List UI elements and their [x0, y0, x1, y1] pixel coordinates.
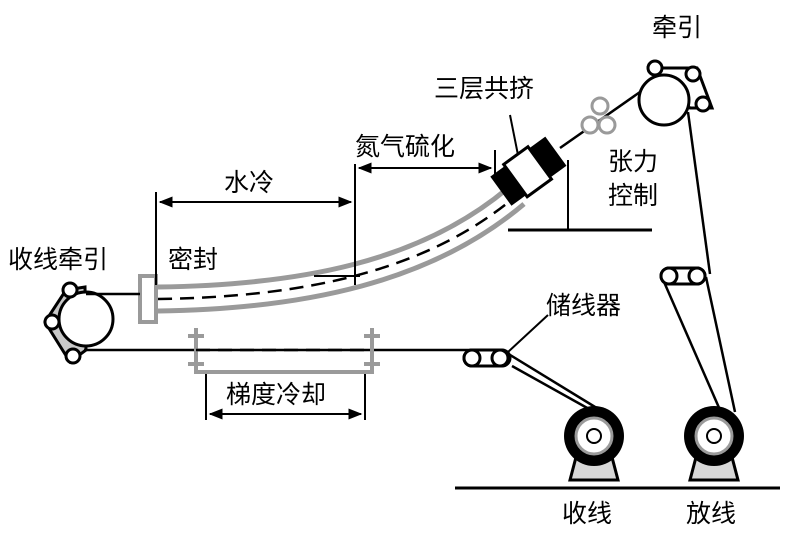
- label-three-layer-coextrusion: 三层共挤: [434, 74, 534, 103]
- label-seal: 密封: [168, 245, 218, 274]
- label-accumulator: 储线器: [546, 291, 621, 320]
- tension-rollers: [580, 96, 617, 135]
- dimension-gradient-cooling: [205, 374, 366, 420]
- payoff-reel: [684, 406, 744, 482]
- dimension-nitrogen-vulcanization: [314, 150, 496, 277]
- label-tension-line2: 控制: [608, 181, 658, 210]
- coextrusion-head: [490, 136, 567, 206]
- top-traction-capstan: [637, 59, 715, 127]
- label-tension-line1: 张力: [608, 147, 658, 176]
- leader-accumulator: [507, 314, 549, 353]
- accumulator-left: [462, 348, 512, 368]
- label-payoff: 放线: [686, 499, 736, 528]
- seal-flange: [138, 274, 158, 324]
- cable-path: [501, 348, 601, 412]
- label-takeup: 收线: [562, 499, 612, 528]
- cable-path: [659, 274, 722, 411]
- cable-path: [686, 111, 712, 275]
- takeup-traction-capstan: [43, 281, 115, 365]
- label-water-cooling: 水冷: [224, 168, 274, 197]
- label-nitrogen-vulcanization: 氮气硫化: [355, 132, 455, 161]
- label-gradient-cooling: 梯度冷却: [226, 380, 326, 409]
- takeup-reel: [564, 406, 624, 482]
- label-traction-top: 牵引: [652, 13, 702, 42]
- leader-coextrusion: [509, 114, 519, 156]
- accumulator-right: [659, 266, 707, 286]
- cable-path: [704, 276, 737, 413]
- dimension-water-cooling: [155, 164, 356, 285]
- label-takeup-traction: 收线牵引: [8, 245, 108, 274]
- cable-path: [511, 364, 599, 416]
